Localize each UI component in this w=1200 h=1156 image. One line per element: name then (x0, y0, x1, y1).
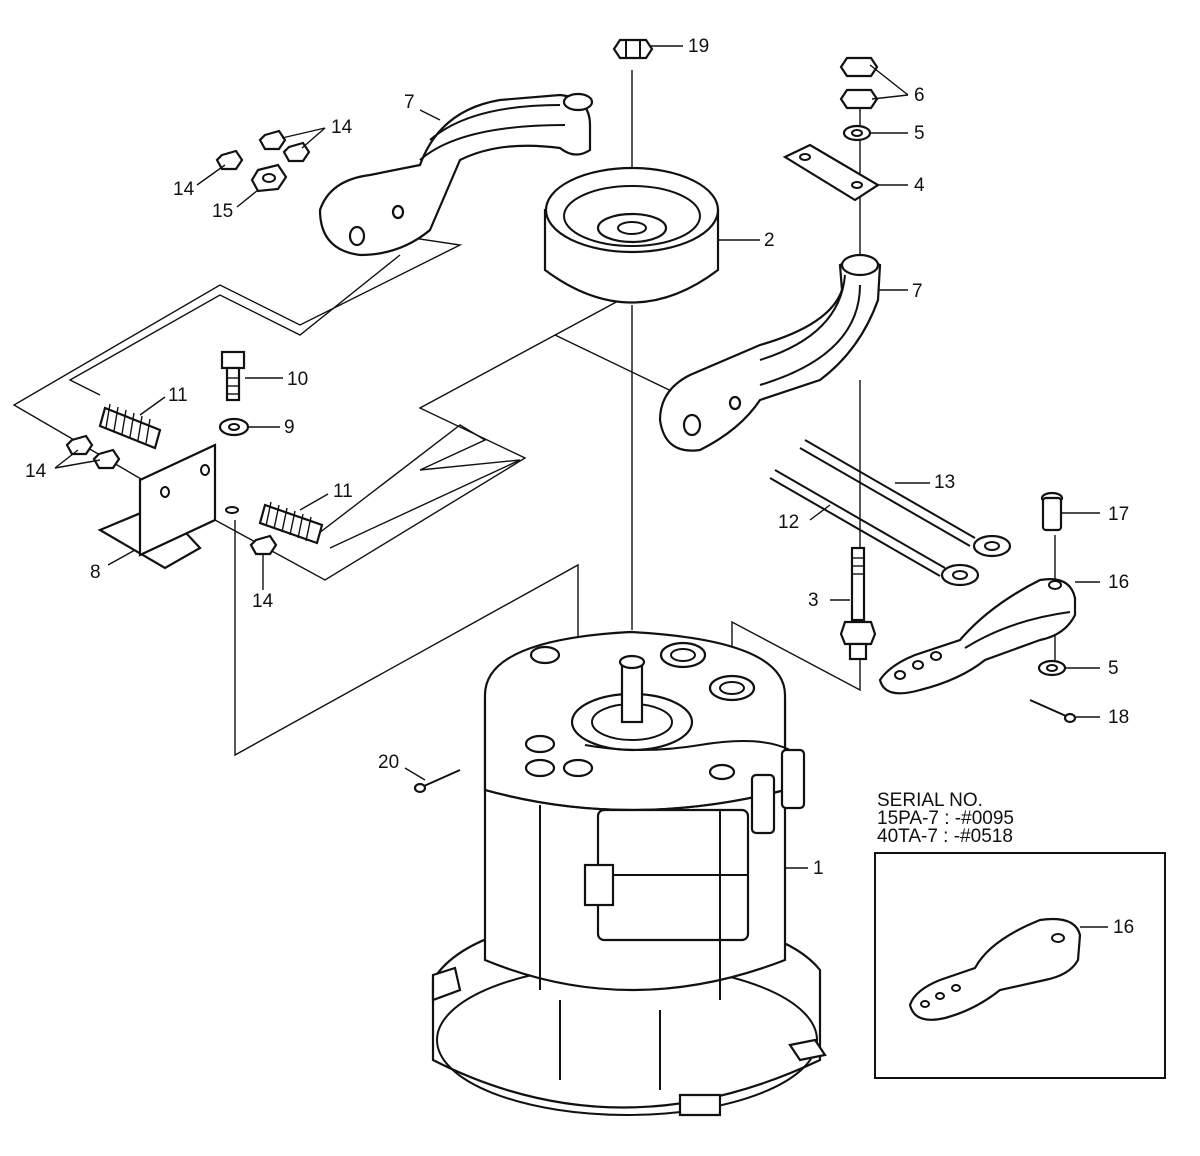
callout-7-left: 7 (404, 92, 415, 113)
rod-12 (769, 469, 980, 587)
lever-16 (878, 578, 1077, 695)
callout-4: 4 (914, 175, 925, 196)
callout-14-bracket: 14 (25, 461, 47, 482)
bolt-10 (220, 350, 246, 402)
callout-11-upper: 11 (168, 385, 188, 406)
brake-drum (543, 166, 720, 304)
callout-20: 20 (378, 752, 399, 773)
washer-5-top (842, 124, 872, 142)
plate-4 (782, 143, 881, 202)
callout-16-inset: 16 (1113, 917, 1134, 938)
bracket-8 (97, 443, 239, 570)
washer-9 (218, 417, 250, 437)
callout-14-top: 14 (331, 117, 353, 138)
leader-lines (54, 45, 1108, 928)
serial-line-2: 40TA-7 : -#0518 (877, 826, 1013, 847)
nut-stack-6 (839, 56, 879, 110)
spring-11-lower (258, 501, 324, 545)
spring-11-upper (98, 403, 162, 450)
callout-2: 2 (764, 230, 775, 251)
callout-14-left: 14 (173, 179, 195, 200)
brake-arm-left (318, 92, 594, 257)
callout-7-right: 7 (912, 281, 923, 302)
callout-16: 16 (1108, 572, 1129, 593)
callout-19: 19 (688, 36, 709, 57)
callout-5-lower: 5 (1108, 658, 1119, 679)
washer-5-lower (1037, 659, 1067, 677)
callout-3: 3 (808, 590, 819, 611)
callout-1: 1 (813, 858, 824, 879)
rod-13 (799, 439, 1012, 558)
pin-17 (1040, 491, 1064, 532)
callout-5-top: 5 (914, 123, 925, 144)
serial-line-1: 15PA-7 : -#0095 (877, 808, 1014, 829)
callout-14-bottom: 14 (252, 591, 274, 612)
callout-10: 10 (287, 369, 308, 390)
callout-12: 12 (778, 512, 799, 533)
callout-9: 9 (284, 417, 295, 438)
serial-note: SERIAL NO. 15PA-7 : -#0095 40TA-7 : -#05… (877, 790, 1014, 847)
serial-inset-box (874, 852, 1166, 1079)
cotter-pin-18 (1029, 699, 1077, 724)
stud-3 (839, 546, 877, 661)
callout-11-lower: 11 (333, 481, 353, 502)
brake-arm-right (658, 253, 882, 452)
callout-13: 13 (934, 472, 955, 493)
serial-heading: SERIAL NO. (877, 790, 983, 811)
callout-8: 8 (90, 562, 101, 583)
nut-19 (612, 38, 654, 60)
callout-labels: 19 7 14 14 15 2 6 5 4 7 10 9 11 11 14 14… (25, 36, 1134, 938)
callout-18: 18 (1108, 707, 1129, 728)
callout-15: 15 (212, 201, 233, 222)
callout-6: 6 (914, 85, 925, 106)
callout-17: 17 (1108, 504, 1129, 525)
motor-assembly (431, 630, 827, 1117)
cotter-pin-20 (413, 769, 461, 794)
